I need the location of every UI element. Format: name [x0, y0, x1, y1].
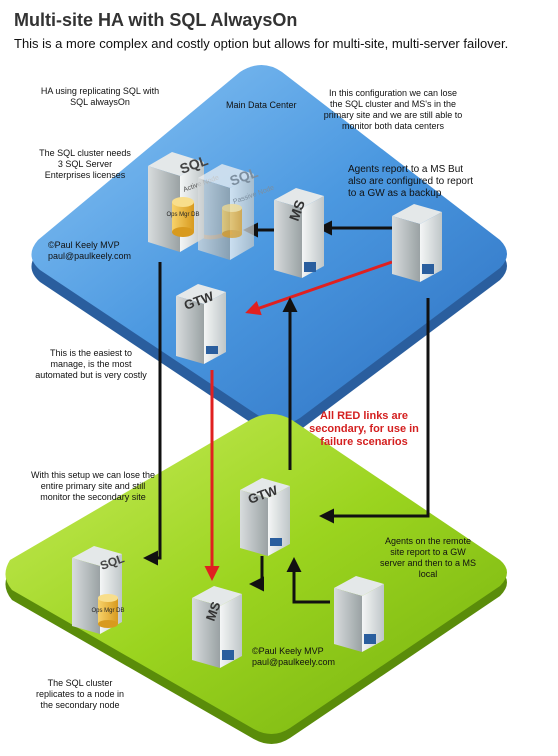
- note-sql-replicates: The SQL cluster replicates to a node in …: [35, 678, 125, 710]
- note-red-links: All RED links are secondary, for use in …: [309, 410, 419, 448]
- primary-gtw-server: GTW: [176, 284, 226, 364]
- secondary-db-icon: Ops Mgr DB: [91, 594, 125, 628]
- credit-bottom: ©Paul Keely MVP paul@paulkeely.com: [252, 646, 336, 667]
- link-agent-to-gtw: [245, 260, 393, 316]
- link-remote-agent-to-gtw: [286, 557, 330, 604]
- primary-ms-server: MS: [274, 188, 324, 278]
- page-title: Multi-site HA with SQL AlwaysOn: [14, 10, 298, 30]
- note-easiest-manage: This is the easiest to manage, is the mo…: [35, 348, 147, 380]
- secondary-db-label: Ops Mgr DB: [91, 608, 124, 614]
- note-agents-report: Agents report to a MS But also are confi…: [348, 164, 474, 199]
- link-secondary-gtw-to-ms: [249, 556, 264, 592]
- link-sql-replication-to-secondary: [143, 262, 162, 566]
- secondary-agent-server: [334, 576, 384, 652]
- secondary-ms-label: MS: [203, 599, 224, 623]
- link-agent-to-secondary-gtw: [319, 298, 430, 524]
- credit-top: ©Paul Keely MVP paul@paulkeely.com: [48, 240, 132, 261]
- note-agents-remote: Agents on the remote site report to a GW…: [379, 536, 477, 579]
- page-subtitle: This is a more complex and costly option…: [14, 36, 509, 51]
- primary-agent-server: [392, 204, 442, 282]
- note-sql-cluster-licenses: The SQL cluster needs 3 SQL Server Enter…: [39, 148, 131, 180]
- note-lose-primary: With this setup we can lose the entire p…: [30, 470, 156, 502]
- note-ha-replicating: HA using replicating SQL with SQL always…: [40, 86, 160, 107]
- primary-db-active-icon: Ops Mgr DB: [166, 197, 200, 237]
- db-active-label: Ops Mgr DB: [166, 212, 199, 218]
- secondary-gtw-server: GTW: [240, 478, 290, 556]
- main-data-center-label: Main Data Center: [226, 100, 297, 110]
- primary-ms-label: MS: [286, 198, 308, 223]
- note-lose-sql-cluster: In this configuration we can lose the SQ…: [323, 88, 463, 131]
- secondary-ms-server: MS: [192, 586, 242, 668]
- primary-db-passive-icon: [222, 204, 242, 238]
